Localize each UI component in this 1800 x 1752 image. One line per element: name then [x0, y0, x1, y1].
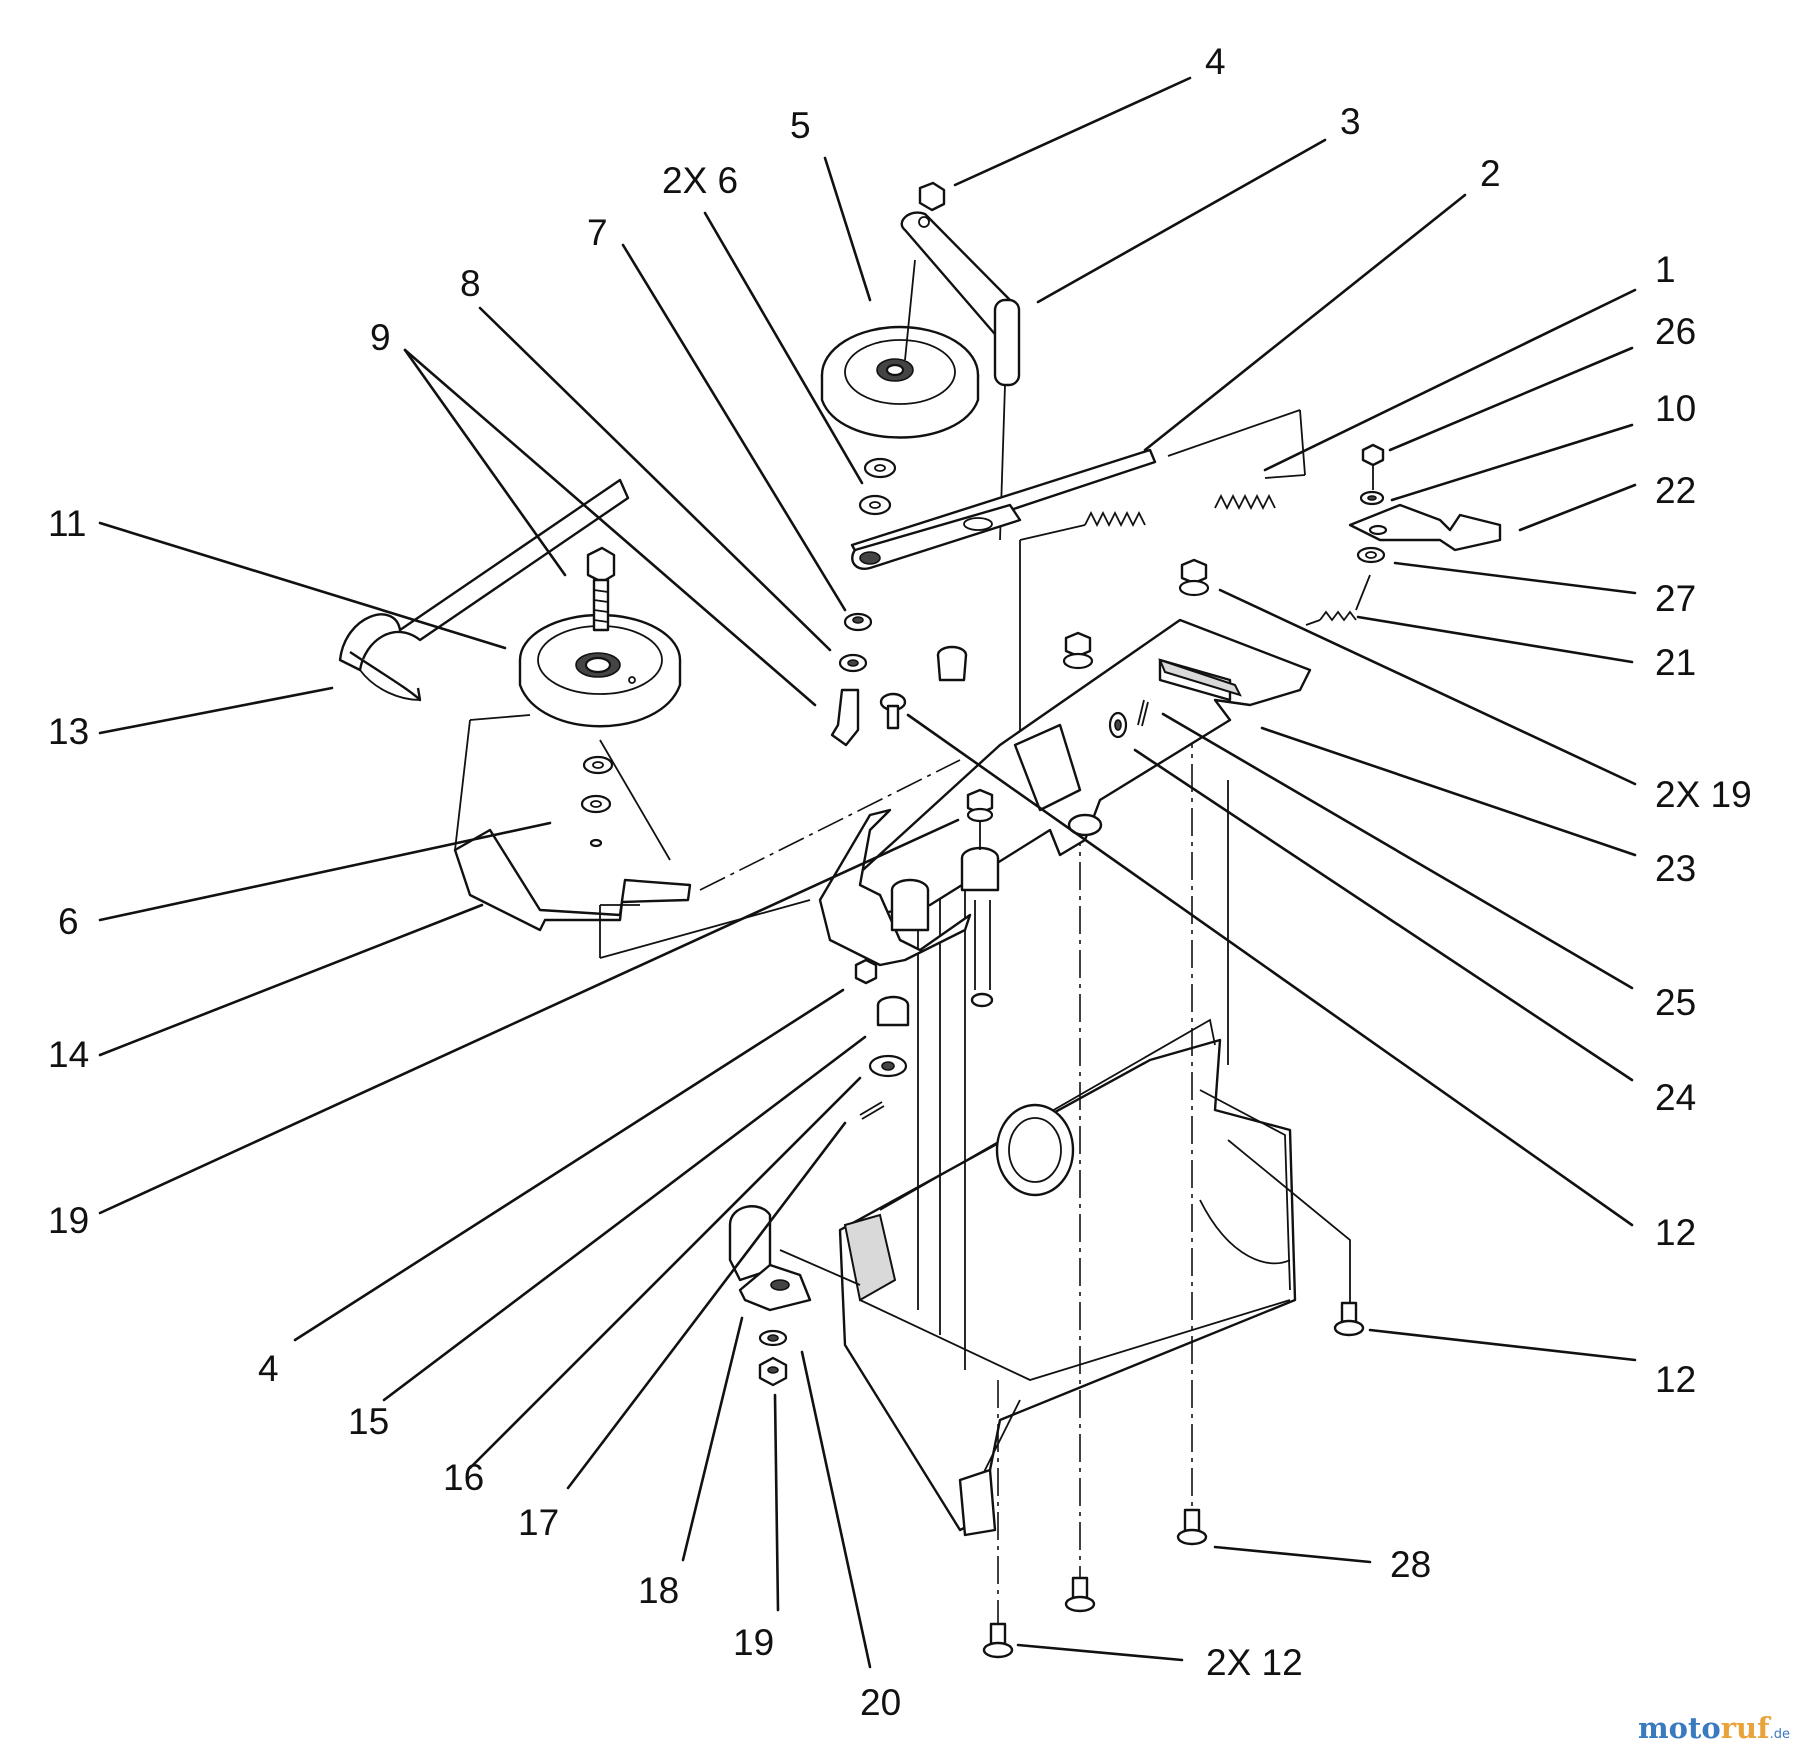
pin-25	[1137, 699, 1149, 727]
watermark-logo: motoruf.de	[1638, 1711, 1790, 1745]
callout-3: 3	[1340, 101, 1361, 142]
callout-7: 7	[587, 212, 608, 253]
nuts-2x19	[1062, 558, 1210, 670]
idler-pulley-5	[820, 259, 980, 439]
deck-housing	[838, 1018, 1297, 1537]
washer-10	[1359, 490, 1385, 506]
bracket-plate-14	[453, 714, 961, 959]
plate-22	[1348, 503, 1502, 552]
svg-text:motoruf.de: motoruf.de	[1638, 1711, 1790, 1745]
nut-19-upper	[966, 788, 994, 850]
center-bushing	[960, 846, 1000, 1008]
callout-24: 24	[1655, 1077, 1696, 1118]
callout-12-right: 12	[1655, 1359, 1696, 1400]
callout-26: 26	[1655, 311, 1696, 352]
callout-27: 27	[1655, 578, 1696, 619]
idler-bracket-left	[818, 808, 972, 967]
callout-22: 22	[1655, 470, 1696, 511]
callout-8: 8	[460, 263, 481, 304]
callout-14: 14	[48, 1034, 89, 1075]
washer-16	[868, 1054, 908, 1078]
callout-21: 21	[1655, 642, 1696, 683]
callout-2x12: 2X 12	[1206, 1642, 1303, 1683]
shoulder-bolt-7	[843, 612, 873, 632]
callout-25: 25	[1655, 982, 1696, 1023]
callout-1: 1	[1655, 249, 1676, 290]
bolt-12-right	[1333, 1301, 1365, 1337]
bushing-15	[876, 995, 910, 1027]
springs-2	[1019, 493, 1276, 760]
callout-19-left: 19	[48, 1200, 89, 1241]
watermark-part2: ruf	[1721, 1711, 1772, 1745]
drive-belt-13	[338, 478, 630, 702]
callout-4-lower: 4	[258, 1348, 279, 1389]
callout-4-top: 4	[1205, 41, 1226, 82]
nut-19-lower	[758, 1356, 788, 1387]
callout-labels: 4 3 5 2 2X 6 7 1 8 26 9 10 22 11 27 21 1…	[48, 41, 1752, 1723]
washer-24	[1108, 711, 1128, 739]
callout-6: 6	[58, 901, 79, 942]
callout-9: 9	[370, 317, 391, 358]
callout-2: 2	[1480, 153, 1501, 194]
cotter-pin-17	[859, 1101, 885, 1120]
callout-18: 18	[638, 1570, 679, 1611]
idler-link-1	[850, 409, 1306, 570]
callout-20: 20	[860, 1682, 901, 1723]
callout-5: 5	[790, 105, 811, 146]
bolt-2x12-b	[982, 1622, 1014, 1659]
callout-11: 11	[48, 503, 86, 544]
washers-2x6	[858, 457, 897, 516]
callout-16: 16	[443, 1457, 484, 1498]
callout-15: 15	[348, 1401, 389, 1442]
callout-28: 28	[1390, 1544, 1431, 1585]
washer-8	[838, 653, 868, 673]
washer-27	[1356, 546, 1386, 564]
nut-4-top	[918, 181, 946, 212]
bolt-28	[1176, 1508, 1208, 1546]
callout-13: 13	[48, 711, 89, 752]
bolt-2x12-a	[1064, 1576, 1096, 1613]
callout-19-bottom: 19	[733, 1622, 774, 1663]
pulley-washers-6	[580, 755, 614, 848]
bushing-upper	[936, 645, 968, 682]
callout-2x19: 2X 19	[1655, 774, 1752, 815]
callout-17: 17	[518, 1502, 559, 1543]
bracket-18	[728, 1205, 861, 1312]
callout-12-upper: 12	[1655, 1212, 1696, 1253]
nut-4-lower	[854, 958, 878, 985]
nut-26	[1361, 443, 1385, 490]
washer-20	[758, 1329, 788, 1347]
spring-21	[1305, 574, 1371, 626]
leader-lines	[98, 76, 1637, 1669]
callout-10: 10	[1655, 388, 1696, 429]
drive-pulley-11	[518, 613, 682, 728]
watermark-part1: moto	[1638, 1711, 1721, 1745]
watermark-suffix: .de	[1770, 1727, 1790, 1742]
callout-23: 23	[1655, 848, 1696, 889]
pin-12-top	[879, 692, 907, 730]
pulley-bolt-9	[586, 546, 616, 632]
pivot-bolt	[830, 688, 860, 747]
callout-2x6: 2X 6	[662, 160, 738, 201]
